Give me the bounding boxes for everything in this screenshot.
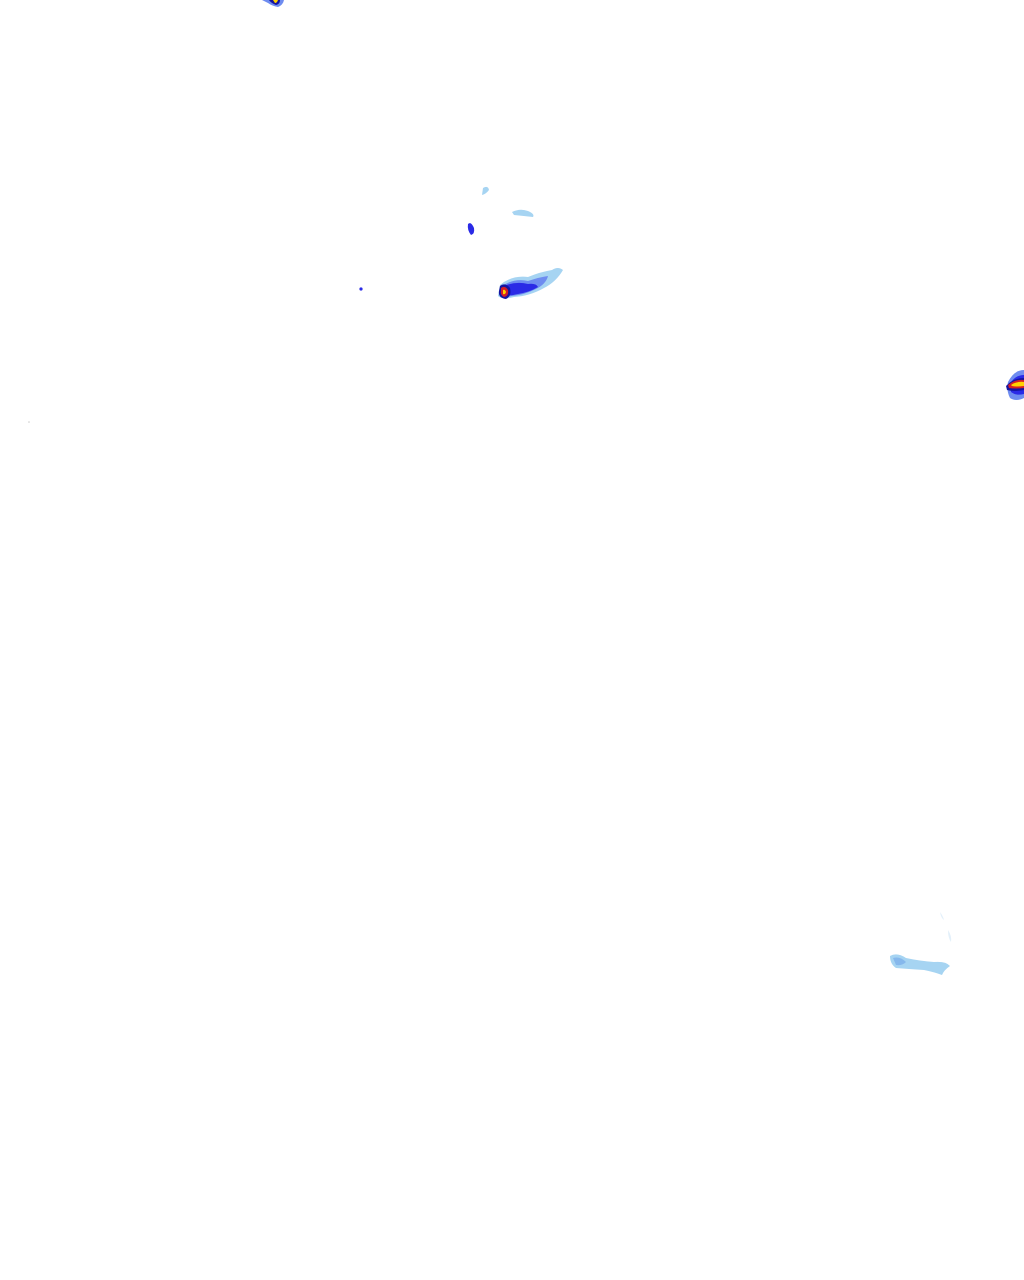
echo-west-speck	[28, 287, 363, 423]
echo-top-left-edge	[262, 0, 284, 7]
echo-north-small-1	[482, 186, 489, 195]
echo-north-small-2	[512, 209, 534, 217]
echo-central-cell	[498, 268, 563, 299]
echo-southeast-light	[890, 912, 952, 975]
echo-east-edge	[1006, 370, 1024, 400]
echo-north-small-3	[467, 223, 475, 235]
